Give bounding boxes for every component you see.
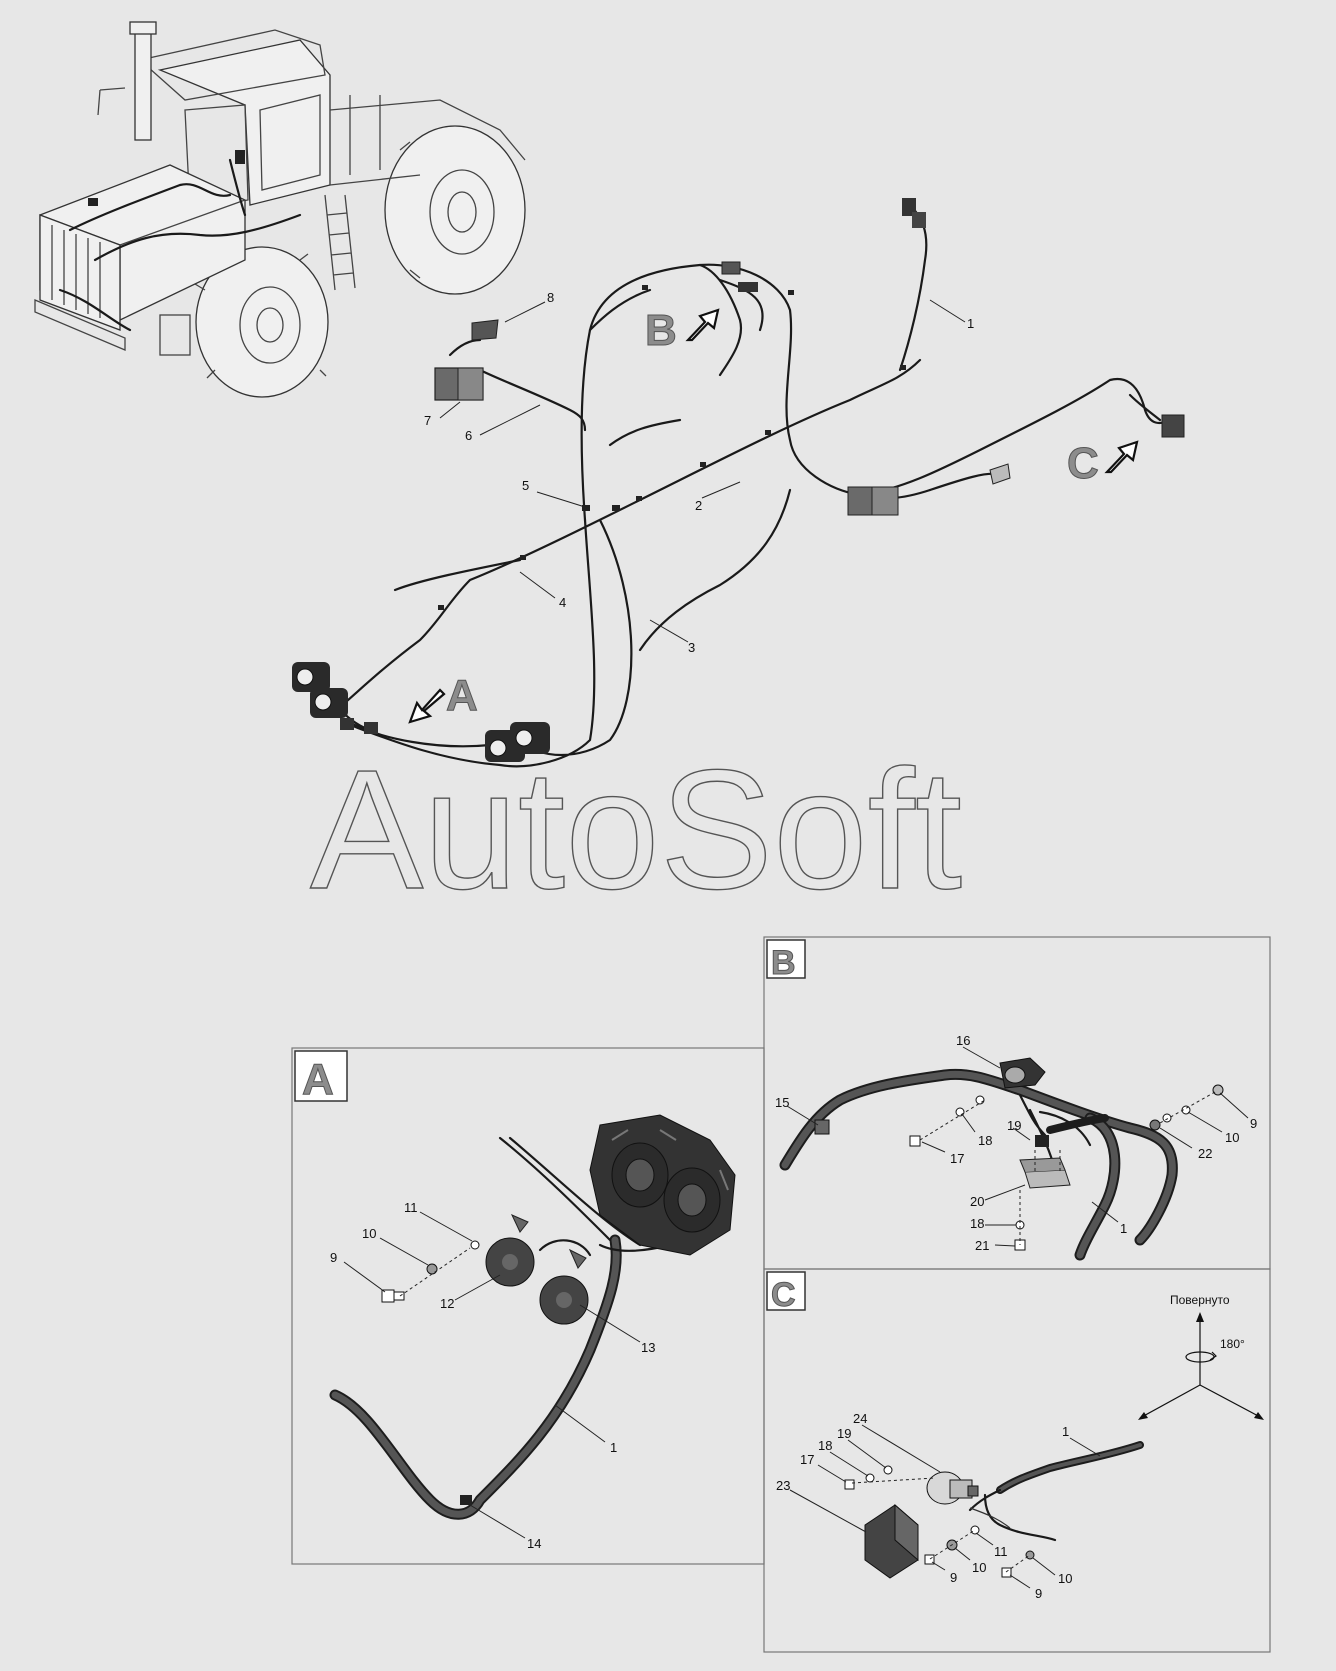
detail-a-callout-12: 12 (440, 1296, 454, 1311)
detail-b-callout-18b: 18 (970, 1216, 984, 1231)
detail-b: B (763, 936, 1271, 1270)
main-leaders (439, 299, 966, 643)
callout-4: 4 (559, 595, 566, 610)
callout-6: 6 (465, 428, 472, 443)
detail-a-headlamps (589, 1114, 736, 1256)
svg-text:C: C (1067, 439, 1099, 488)
detail-c: C Повернуто 180° (763, 1268, 1271, 1653)
watermark: AutoSoft (310, 735, 962, 925)
detail-c-callout-11: 11 (994, 1544, 1008, 1559)
view-marker-c: C (1067, 439, 1139, 489)
main-harness (318, 203, 1172, 768)
svg-text:B: B (645, 306, 677, 355)
lamp-16 (999, 1057, 1046, 1089)
horn-12 (485, 1214, 535, 1287)
bolt-17-icon (909, 1135, 921, 1147)
callout-3: 3 (688, 640, 695, 655)
callout-1: 1 (967, 316, 974, 331)
detail-c-callout-9a: 9 (950, 1570, 957, 1585)
detail-b-callout-22: 22 (1198, 1146, 1212, 1161)
detail-a-callout-11: 11 (404, 1200, 418, 1215)
detail-c-callout-10a: 10 (972, 1560, 986, 1575)
callout-7: 7 (424, 413, 431, 428)
detail-a-callout-13: 13 (641, 1340, 655, 1355)
arrow-a-icon (408, 688, 446, 724)
detail-a-letter: A (302, 1055, 334, 1104)
rotation-label: Повернуто (1170, 1293, 1230, 1307)
svg-text:A: A (446, 671, 478, 720)
detail-c-callout-24: 24 (853, 1411, 867, 1426)
main-components (292, 198, 1185, 762)
bolt-9-icon (381, 1289, 405, 1303)
headlamp-right (485, 722, 550, 762)
horn-13 (539, 1248, 589, 1325)
bracket-20 (1024, 1169, 1071, 1189)
detail-c-callout-17: 17 (800, 1452, 814, 1467)
arrow-b-icon (685, 308, 720, 342)
view-marker-b: B (645, 306, 720, 356)
detail-a-callout-10: 10 (362, 1226, 376, 1241)
tractor-illustration (34, 21, 526, 398)
detail-b-callout-16: 16 (956, 1033, 970, 1048)
detail-b-callout-20: 20 (970, 1194, 984, 1209)
detail-c-callout-9b: 9 (1035, 1586, 1042, 1601)
rotation-angle: 180° (1220, 1337, 1245, 1351)
detail-c-callout-18: 18 (818, 1438, 832, 1453)
detail-b-callout-10: 10 (1225, 1130, 1239, 1145)
bracket-23 (864, 1503, 919, 1579)
detail-c-callout-1: 1 (1062, 1424, 1069, 1439)
headlamp-left (292, 662, 348, 718)
callout-2: 2 (695, 498, 702, 513)
detail-a: A (291, 1047, 765, 1565)
nut-10-icon (426, 1263, 438, 1275)
detail-c-callout-10b: 10 (1058, 1571, 1072, 1586)
detail-b-callout-19: 19 (1007, 1118, 1021, 1133)
detail-b-callout-15: 15 (775, 1095, 789, 1110)
detail-c-letter: C (771, 1276, 796, 1314)
arrow-c-icon (1104, 440, 1139, 474)
detail-b-callout-1: 1 (1120, 1221, 1127, 1236)
detail-c-callout-23: 23 (776, 1478, 790, 1493)
detail-b-callout-21: 21 (975, 1238, 989, 1253)
detail-b-callout-18a: 18 (978, 1133, 992, 1148)
view-marker-a: A (408, 671, 478, 724)
washer-11-icon (470, 1240, 480, 1250)
detail-a-callout-9: 9 (330, 1250, 337, 1265)
main-callouts: 1 2 3 4 5 6 7 8 (424, 290, 974, 655)
detail-a-callout-14: 14 (527, 1536, 541, 1551)
relay-24 (926, 1471, 979, 1505)
detail-b-letter: B (771, 944, 796, 982)
detail-a-callout-1: 1 (610, 1440, 617, 1455)
rotation-axis-icon (1138, 1312, 1264, 1420)
detail-c-callout-19: 19 (837, 1426, 851, 1441)
callout-5: 5 (522, 478, 529, 493)
detail-b-callout-17: 17 (950, 1151, 964, 1166)
detail-b-callout-9: 9 (1250, 1116, 1257, 1131)
callout-8: 8 (547, 290, 554, 305)
